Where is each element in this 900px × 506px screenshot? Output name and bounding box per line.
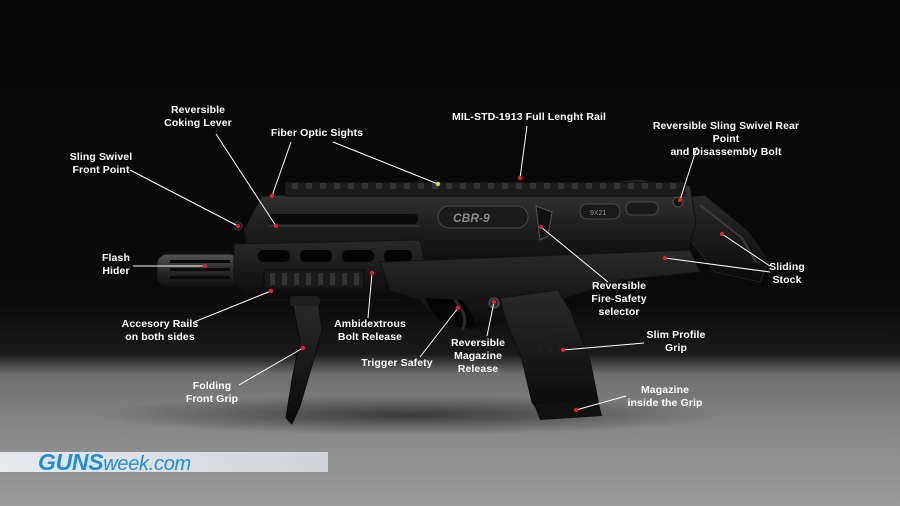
leader-slim-profile-grip — [562, 342, 645, 351]
leader-sling-swivel-front — [129, 169, 239, 227]
marker-coking-lever — [273, 223, 279, 229]
folding-front-grip-part — [285, 296, 323, 425]
handguard — [233, 239, 429, 301]
marker-flash-hider — [202, 263, 208, 269]
logo-bar — [0, 452, 328, 472]
leader-lines — [129, 125, 771, 411]
marker-sling-swivel-rear — [677, 197, 683, 203]
leader-fire-safety-selector — [540, 226, 609, 283]
leader-mil-std-rail — [519, 125, 528, 179]
marker-stock-upper — [719, 231, 725, 237]
leader-fiber-optic-sights-rear — [332, 141, 439, 185]
callout-trigger-safety: Trigger Safety — [361, 357, 433, 369]
logo-light: week.com — [103, 453, 191, 475]
callout-ambidextrous-bolt-release: Ambidextrous Bolt Release — [334, 318, 406, 343]
model-marking: CBR-9 — [453, 211, 490, 225]
leader-sling-swivel-rear — [679, 146, 698, 201]
callout-magazine-inside-grip: Magazine inside the Grip — [627, 384, 703, 409]
leader-accesory-rails — [193, 290, 272, 323]
logo-bold: GUNS — [38, 449, 104, 475]
leader-sliding-stock-upper — [721, 233, 771, 267]
callout-folding-front-grip: Folding Front Grip — [185, 380, 239, 405]
leader-fiber-optic-sights — [271, 141, 292, 197]
pistol-grip — [499, 289, 602, 420]
callout-fiber-optic-sights: Fiber Optic Sights — [270, 127, 364, 139]
callout-sling-swivel-rear-point: Reversible Sling Swivel Rear Point and D… — [652, 120, 800, 158]
leader-trigger-safety — [419, 307, 459, 358]
marker-fiber-optic-rear — [435, 181, 441, 187]
lower-receiver — [379, 249, 701, 331]
marker-bolt-release — [369, 270, 375, 276]
marker-sling-swivel-front — [235, 223, 241, 229]
leader-folding-front-grip — [238, 347, 304, 386]
leader-sliding-stock-lower — [664, 257, 771, 273]
marker-fiber-optic-front — [269, 193, 275, 199]
gunsweek-logo: GUNSweek.com — [38, 449, 191, 476]
callout-reversible-coking-lever: Reversible Coking Lever — [164, 104, 232, 129]
callout-flash-hider: Flash Hider — [102, 252, 130, 277]
floor-shadow — [90, 395, 730, 435]
marker-trigger-safety — [455, 305, 461, 311]
marker-rail — [517, 175, 523, 181]
marker-magazine — [573, 407, 579, 413]
marker-dots — [202, 175, 725, 413]
marker-front-grip — [300, 345, 306, 351]
callout-sling-swivel-front-point: Sling Swivel Front Point — [69, 151, 133, 176]
leader-bolt-release — [367, 272, 373, 319]
marker-magazine-release — [491, 299, 497, 305]
caliber-marking: 9X21 — [590, 210, 606, 217]
callout-slim-profile-grip: Slim Profile Grip — [646, 329, 706, 354]
marker-accesory-rails — [268, 288, 274, 294]
callout-accesory-rails: Accesory Rails on both sides — [121, 318, 199, 343]
callout-mil-std-rail: MIL-STD-1913 Full Lenght Rail — [452, 111, 606, 123]
marker-stock-lower — [662, 255, 668, 261]
marker-fire-selector — [538, 224, 544, 230]
flash-hider-part — [156, 253, 240, 287]
marker-slim-grip — [560, 347, 566, 353]
leader-magazine-release — [486, 301, 495, 337]
leader-magazine-inside-grip — [575, 395, 627, 411]
callout-magazine-release: Reversible Magazine Release — [450, 337, 506, 375]
callout-sliding-stock: Sliding Stock — [769, 261, 805, 286]
callout-fire-safety-selector: Reversible Fire-Safety selector — [591, 280, 647, 318]
leader-coking-lever — [215, 133, 277, 227]
fire-selector-lever — [535, 205, 553, 241]
